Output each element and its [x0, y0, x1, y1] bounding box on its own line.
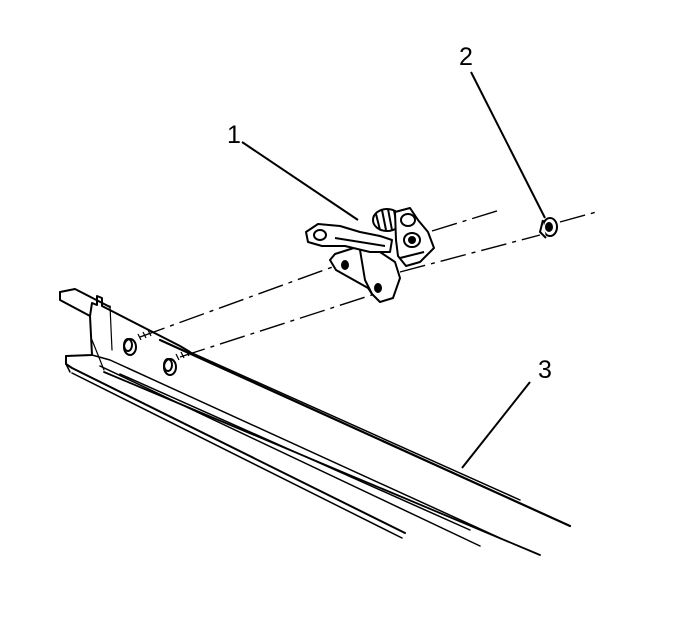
hinge-assembly-part [305, 207, 435, 303]
callout-2-label: 2 [459, 43, 473, 71]
bolt-threads [137, 329, 190, 361]
nut-part [538, 217, 558, 239]
leader-line-2 [470, 71, 546, 219]
callout-3-label: 3 [538, 356, 552, 384]
rail-holes [123, 338, 177, 376]
leader-lines [241, 71, 546, 469]
leader-line-3 [461, 381, 531, 469]
callout-1-label: 1 [227, 121, 241, 149]
rail-part [59, 288, 572, 556]
alignment-lines [139, 209, 601, 358]
leader-line-1 [241, 141, 359, 221]
